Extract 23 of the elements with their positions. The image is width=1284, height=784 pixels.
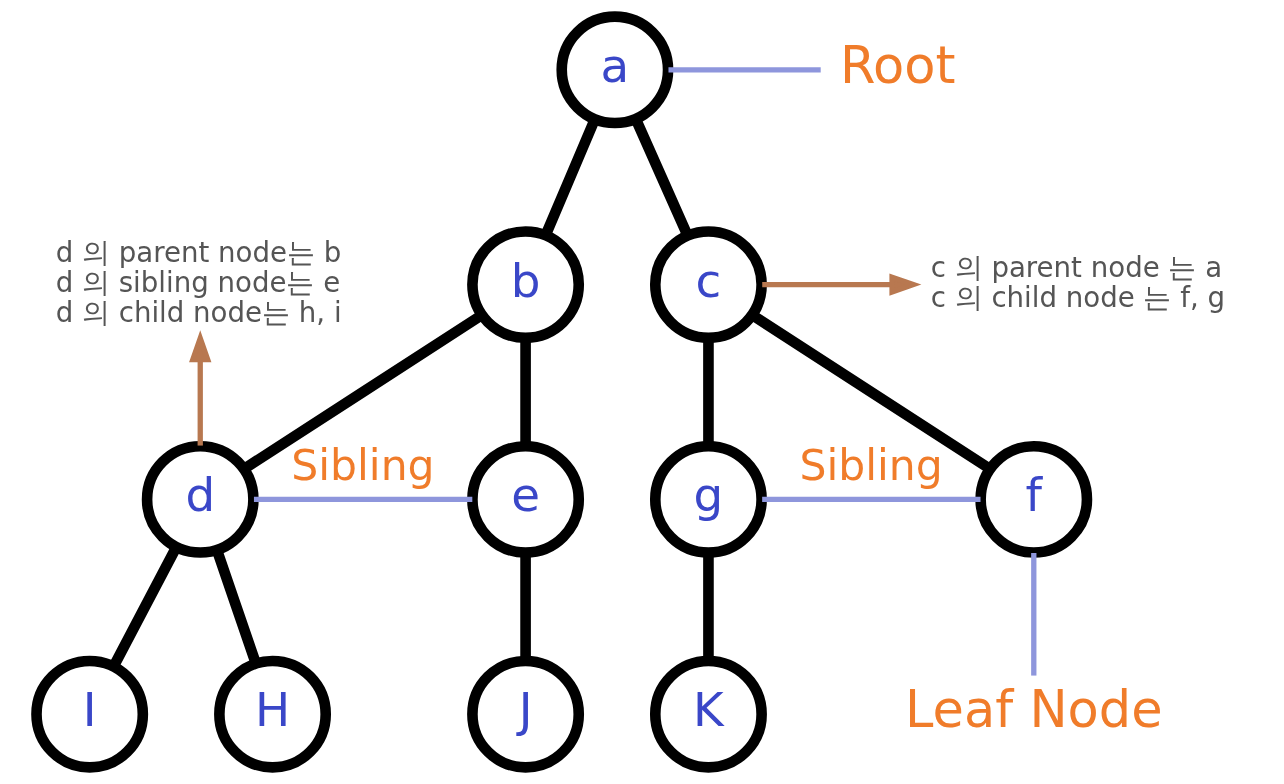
node-circle: I bbox=[31, 655, 149, 773]
node-circle: H bbox=[214, 655, 331, 773]
node-circle: c bbox=[649, 226, 767, 344]
connector bbox=[253, 496, 473, 503]
node-circle: b bbox=[467, 226, 585, 344]
node-circle: d bbox=[141, 440, 259, 558]
connector bbox=[668, 67, 821, 73]
node-text: d 의 parent node는 b d 의 sibling node는 e d 의 child node는 h, i bbox=[55, 236, 342, 329]
node-circle: K bbox=[649, 655, 767, 773]
connector bbox=[1031, 553, 1037, 676]
node-circle: g bbox=[649, 440, 767, 558]
node-circle: e bbox=[467, 440, 585, 558]
edge-label: Sibling bbox=[799, 441, 943, 491]
node-text: Root bbox=[839, 36, 956, 96]
edge-label: Sibling bbox=[291, 441, 435, 491]
node-circle: a bbox=[556, 11, 674, 129]
connector bbox=[762, 496, 981, 503]
node-circle: J bbox=[467, 655, 585, 773]
node-text: Leaf Node bbox=[905, 680, 1163, 740]
arrow bbox=[189, 330, 212, 446]
node-circle: f bbox=[975, 440, 1093, 558]
arrow bbox=[762, 273, 922, 296]
node-text: c 의 parent node 는 a c 의 child node 는 f, g bbox=[930, 250, 1226, 314]
